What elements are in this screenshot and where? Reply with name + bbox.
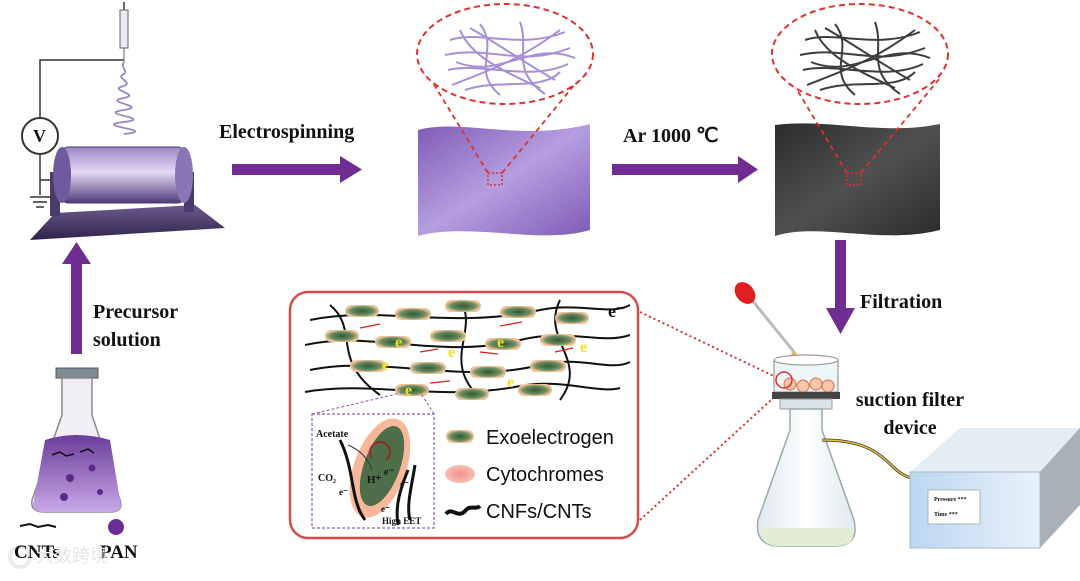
pan-label: PAN [100, 542, 138, 563]
suction-filter-label-line1: suction filter [855, 389, 965, 411]
carbon-nanofiber-membrane [771, 3, 949, 236]
precursor-label-line1: Precursor [93, 301, 179, 323]
acetate-label: Acetate [316, 429, 349, 440]
e-minus-label-4: e⁻ [381, 504, 390, 514]
electrospinning-apparatus [21, 2, 225, 240]
cytochromes-swatch-icon [445, 465, 475, 483]
pump-time-readout: Time *** [934, 512, 958, 518]
voltmeter-icon [21, 117, 59, 155]
electron-label-6: e [507, 374, 515, 391]
pan-symbol-icon [108, 519, 124, 535]
electron-label-3: e [497, 334, 505, 351]
electrospinning-label: Electrospinning [219, 121, 355, 143]
cnfs-cnts-swatch-icon [444, 504, 482, 516]
electron-label-1: e [395, 334, 403, 351]
e-minus-label-1: e⁻ [384, 467, 394, 478]
electron-label-5: e [382, 357, 390, 374]
electron-label-2: e [448, 344, 456, 361]
pump-display [927, 489, 981, 525]
arrow-electrospinning [232, 164, 342, 175]
purple-zoom-callout [416, 3, 594, 105]
legend-cytochromes-label: Cytochromes [486, 464, 604, 486]
process-arrows [62, 156, 855, 354]
watermark-text: 大数跨境 [36, 546, 108, 567]
high-eet-label: High EET [382, 516, 422, 526]
suction-filter-device [734, 282, 1080, 549]
legend-cnfs-cnts-label: CNFs/CNTs [486, 501, 592, 523]
arrow-carbonization [612, 164, 740, 175]
carbon-zoom-callout [771, 3, 949, 105]
arrow-filtration [835, 240, 846, 310]
electron-label-top: e⁻ [608, 301, 626, 321]
cnts-symbol-icon [19, 522, 57, 529]
biofilm-panel [288, 290, 640, 540]
arrow-precursor [71, 262, 82, 354]
cnts-label: CNTs [14, 542, 60, 563]
suction-filter-label-line2: device [883, 417, 937, 439]
precursor-label-line2: solution [93, 329, 161, 351]
h-plus-label: H⁺ [367, 474, 382, 486]
filtration-label: Filtration [860, 291, 943, 313]
voltmeter-label: V [33, 126, 46, 146]
watermark-logo [8, 545, 32, 569]
e-minus-label-2: e⁻ [339, 487, 348, 497]
electron-label-7: e [405, 382, 413, 399]
e-minus-label-3: e⁻ [400, 479, 409, 489]
legend-exoelectrogen-label: Exoelectrogen [486, 427, 614, 449]
precursor-flask [19, 367, 124, 535]
exoelectrogen-swatch-icon [446, 430, 474, 443]
co2-label: CO₂ [318, 473, 336, 484]
electron-label-4: e [580, 339, 588, 356]
pan-nanofiber-membrane [416, 3, 594, 236]
pump-pressure-readout: Pressure *** [934, 497, 967, 503]
carbonization-label: Ar 1000 ℃ [623, 125, 719, 147]
